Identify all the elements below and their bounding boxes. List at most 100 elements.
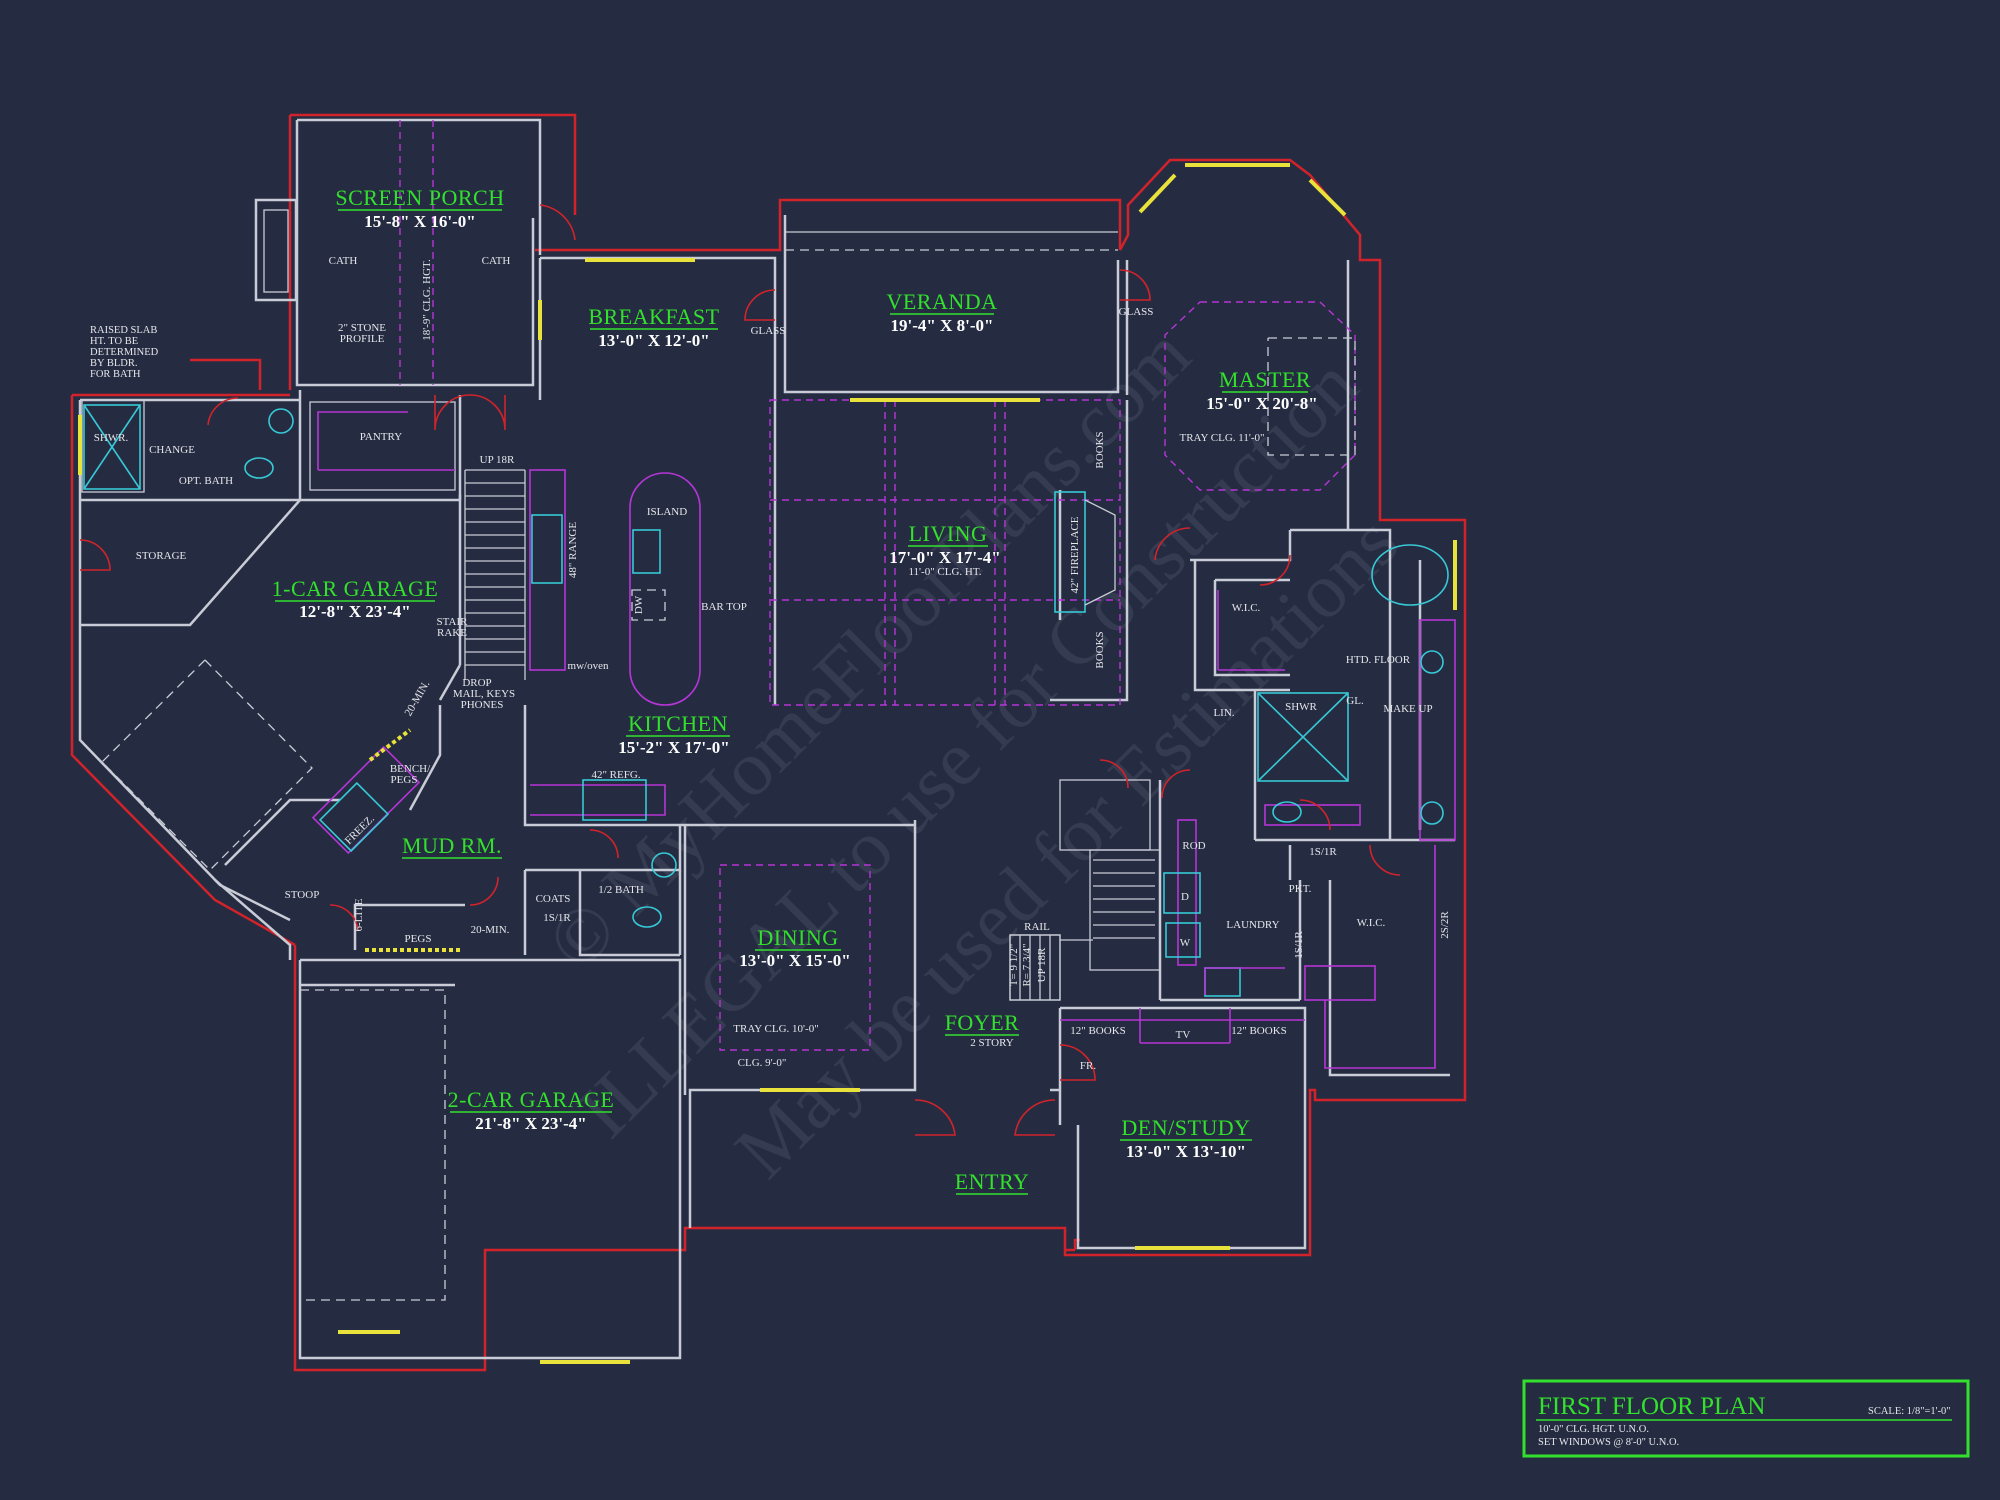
room-name: 2-CAR GARAGE xyxy=(448,1087,615,1112)
note-drop: MAIL, KEYS xyxy=(453,688,515,700)
note-up-18r: UP 18R xyxy=(480,454,515,466)
note-rail: RAIL xyxy=(1024,921,1050,933)
room-foyer: FOYER xyxy=(945,1010,1020,1036)
room-name: MUD RM. xyxy=(402,833,502,858)
note-books: 12" BOOKS xyxy=(1231,1025,1287,1037)
note-opt-bath: OPT. BATH xyxy=(179,475,233,487)
note-raised-slab: RAISED SLAB xyxy=(90,325,157,336)
note-foyer-2-story: 2 STORY xyxy=(970,1037,1014,1049)
title-block-note: SET WINDOWS @ 8'-0" U.N.O. xyxy=(1538,1437,1679,1448)
note-shelf-rod: 1S/1R xyxy=(543,912,571,924)
note-laundry: LAUNDRY xyxy=(1226,919,1279,931)
room-dims: 13'-0" X 13'-10" xyxy=(1126,1142,1246,1161)
note-raised-slab: FOR BATH xyxy=(90,369,141,380)
room-master: MASTER 15'-0" X 20'-8" xyxy=(1206,367,1317,413)
note-bench: BENCH/ xyxy=(390,763,431,775)
note-fireplace: 42" FIREPLACE xyxy=(1069,516,1081,593)
room-dims: 15'-2" X 17'-0" xyxy=(618,738,729,757)
note-cath-left: CATH xyxy=(329,255,358,267)
note-stair-riser: R= 7 3/4" xyxy=(1021,943,1033,986)
room-mud-room: MUD RM. xyxy=(402,833,502,859)
stairs xyxy=(464,469,1155,1001)
note-20-min: 20-MIN. xyxy=(471,924,510,936)
room-breakfast: BREAKFAST 13'-0" X 12'-0" xyxy=(588,304,719,350)
note-books: 12" BOOKS xyxy=(1070,1025,1126,1037)
note-dining-tray: TRAY CLG. 10'-0" xyxy=(733,1023,818,1035)
note-shelf-rod: 2S/2R xyxy=(1439,911,1451,939)
note-stair-rake: STAIR xyxy=(437,616,469,628)
note-shelf-rod: 1S/1R xyxy=(1293,931,1305,959)
room-dims: 15'-8" X 16'-0" xyxy=(364,212,475,231)
room-name: FOYER xyxy=(945,1010,1020,1035)
note-6-lite: 6-LITE xyxy=(353,898,365,931)
room-dims: 15'-0" X 20'-8" xyxy=(1206,394,1317,413)
note-shelf-rod: 1S/1R xyxy=(1309,846,1337,858)
room-name: BREAKFAST xyxy=(588,304,719,329)
note-stoop: STOOP xyxy=(285,889,320,901)
note-glass-left: GLASS xyxy=(751,325,786,337)
note-washer: W xyxy=(1180,937,1191,949)
note-dishwasher: DW xyxy=(633,595,645,614)
room-name: VERANDA xyxy=(886,289,997,314)
room-name: SCREEN PORCH xyxy=(335,185,504,210)
note-pegs: PEGS xyxy=(405,933,432,945)
room-1-car-garage: 1-CAR GARAGE 12'-8" X 23'-4" xyxy=(272,576,438,621)
room-dims: 19'-4" X 8'-0" xyxy=(891,316,994,335)
note-dryer: D xyxy=(1181,891,1189,903)
note-rod: ROD xyxy=(1182,840,1205,852)
note-linen: LIN. xyxy=(1213,707,1234,719)
room-dining: DINING 13'-0" X 15'-0" xyxy=(739,925,850,970)
note-tv: TV xyxy=(1176,1029,1191,1041)
windows xyxy=(78,163,1457,1364)
room-dims: 13'-0" X 15'-0" xyxy=(739,951,850,970)
room-name: ENTRY xyxy=(955,1169,1030,1194)
note-glass: GL. xyxy=(1346,695,1364,707)
note-raised-slab: DETERMINED xyxy=(90,347,159,358)
note-mw-oven: mw/oven xyxy=(568,660,609,672)
title-block-note: 10'-0" CLG. HGT. U.N.O. xyxy=(1538,1424,1649,1435)
note-shower: SHWR. xyxy=(94,432,129,444)
plumbing-fixtures xyxy=(83,404,1449,928)
note-stair-tread: T= 9 1/2" xyxy=(1008,944,1020,986)
note-raised-slab: BY BLDR. xyxy=(90,358,137,369)
note-master-tray: TRAY CLG. 11'-0" xyxy=(1179,432,1264,444)
title-block: FIRST FLOOR PLAN SCALE: 1/8"=1'-0" 10'-0… xyxy=(1522,1379,1970,1458)
note-raised-slab: HT. TO BE xyxy=(90,336,138,347)
note-stair-up: UP 18R xyxy=(1036,947,1048,982)
note-french-door: FR. xyxy=(1080,1060,1096,1072)
note-storage: STORAGE xyxy=(136,550,187,562)
doors xyxy=(79,204,1401,1136)
room-name: MASTER xyxy=(1219,367,1311,392)
room-dims: 21'-8" X 23'-4" xyxy=(475,1114,586,1133)
room-entry: ENTRY xyxy=(955,1169,1030,1195)
note-heated-floor: HTD. FLOOR xyxy=(1346,654,1411,666)
room-living: LIVING 17'-0" X 17'-4" xyxy=(889,521,1000,567)
room-veranda: VERANDA 19'-4" X 8'-0" xyxy=(886,289,997,335)
room-dims: 17'-0" X 17'-4" xyxy=(889,548,1000,567)
note-wic: W.I.C. xyxy=(1232,602,1261,614)
note-island: ISLAND xyxy=(647,506,687,518)
note-wic: W.I.C. xyxy=(1357,917,1386,929)
ceiling-and-cabinet-lines xyxy=(101,120,1456,1301)
room-name: DEN/STUDY xyxy=(1121,1115,1250,1140)
note-cath-right: CATH xyxy=(482,255,511,267)
note-stone-profile: 2" STONE xyxy=(338,322,386,334)
room-name: LIVING xyxy=(909,521,988,546)
note-half-bath: 1/2 BATH xyxy=(598,884,644,896)
note-refrigerator: 42" REFG. xyxy=(591,769,640,781)
note-bar-top: BAR TOP xyxy=(701,601,747,613)
room-dims: 12'-8" X 23'-4" xyxy=(299,602,410,621)
note-glass-right: GLASS xyxy=(1119,306,1154,318)
note-master-shower: SHWR xyxy=(1285,701,1317,713)
exterior-outline xyxy=(70,113,1467,1372)
room-dims: 13'-0" X 12'-0" xyxy=(598,331,709,350)
room-kitchen: KITCHEN 15'-2" X 17'-0" xyxy=(618,711,730,757)
room-labels: SCREEN PORCH 15'-8" X 16'-0" BREAKFAST 1… xyxy=(272,185,1318,1195)
note-bench: PEGS xyxy=(391,774,418,786)
note-books: BOOKS xyxy=(1094,431,1106,468)
note-books: BOOKS xyxy=(1094,631,1106,668)
room-name: KITCHEN xyxy=(628,711,728,736)
plan-notes: CATH CATH 2" STONE PROFILE 18'-9" CLG. H… xyxy=(90,255,1451,1072)
room-name: DINING xyxy=(757,925,838,950)
note-pocket: PKT. xyxy=(1289,883,1312,895)
